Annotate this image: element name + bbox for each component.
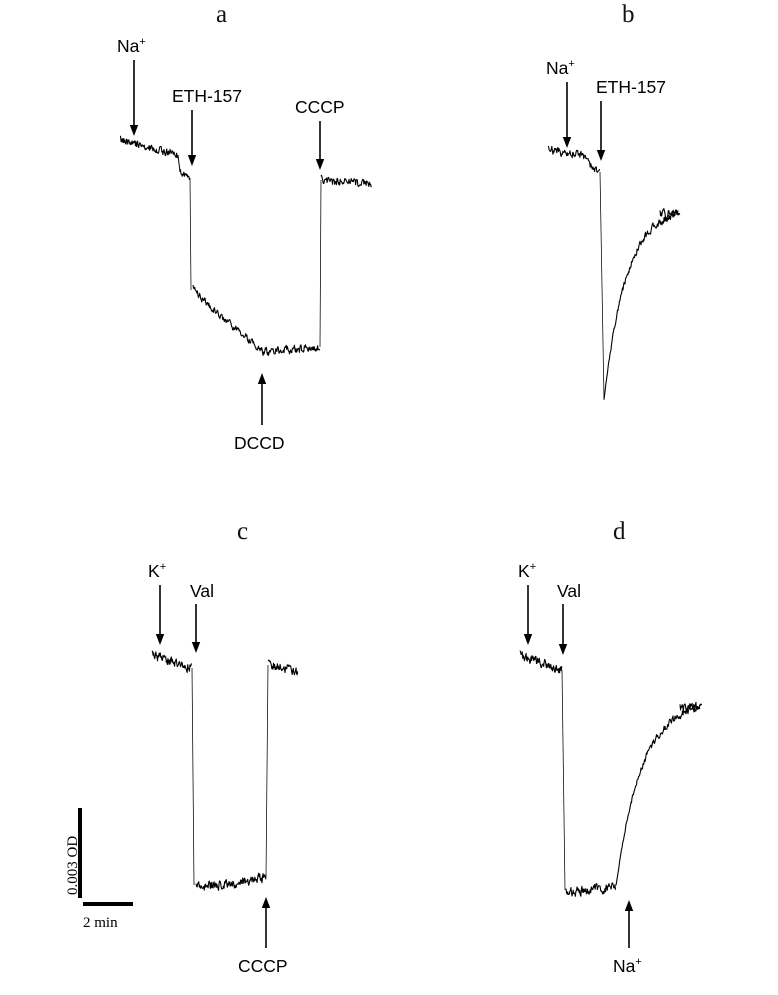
trace-c-val-fall [191, 667, 195, 886]
label-cccp-a: CCCP [295, 97, 345, 117]
superscript-charge: + [159, 561, 167, 574]
trace-a-dccd-plateau [261, 344, 321, 356]
label-valinomycin-d: Val [557, 581, 581, 601]
arrow-head [261, 897, 271, 908]
trace-d-baseline [519, 650, 563, 674]
arrow-k-d [523, 585, 533, 645]
arrow-head [191, 642, 201, 653]
trace-b-baseline [547, 145, 589, 160]
trace-c-baseline [151, 650, 193, 673]
arrow-na-a [129, 60, 139, 136]
trace-c-cccp-recovery [267, 659, 299, 676]
superscript-charge: + [635, 956, 642, 969]
arrow-head [596, 150, 606, 161]
arrow-k-c [155, 585, 165, 645]
superscript-charge: + [139, 36, 146, 49]
trace-a-baseline [120, 135, 179, 159]
arrow-val-d [558, 604, 568, 655]
trace-a-post-na-plateau [179, 168, 191, 180]
label-eth-157-b: ETH-157 [596, 77, 667, 97]
scale-bar-vertical [78, 808, 82, 898]
arrow-eth157-a [187, 110, 197, 166]
trace-b-eth157-fall [599, 171, 605, 401]
trace-b-recovery-plateau [659, 208, 681, 219]
arrow-val-c [191, 604, 201, 653]
label-sodium-ion-b: Na+ [546, 58, 575, 78]
trace-a-cccp-rise [319, 179, 322, 348]
scale-label-time: 2 min [83, 915, 118, 931]
arrow-head [155, 634, 165, 645]
superscript-charge: + [568, 58, 575, 71]
label-cccp-c: CCCP [238, 956, 288, 976]
arrow-head [562, 137, 572, 148]
arrow-cccp-c [261, 897, 271, 948]
panel-letter-b: b [622, 1, 635, 28]
arrow-na-d [624, 900, 634, 948]
arrow-head [523, 634, 533, 645]
trace-c-low-plateau [195, 872, 267, 891]
arrow-head [257, 373, 267, 384]
label-potassium-ion-c: K+ [148, 561, 167, 581]
trace-c-cccp-rise [265, 664, 269, 879]
trace-a-cccp-recovery [320, 174, 372, 188]
label-dccd-a: DCCD [234, 433, 285, 453]
arrow-head [624, 900, 634, 911]
label-valinomycin-c: Val [190, 581, 214, 601]
label-potassium-ion-d: K+ [518, 561, 537, 581]
arrow-eth157-b [596, 101, 606, 161]
trace-d-exponential-recovery [615, 705, 701, 886]
scale-label-od: 0.003 OD [65, 835, 81, 895]
label-sodium-ion-a: Na+ [117, 36, 146, 56]
trace-b-post-na-plateau [587, 158, 601, 173]
trace-b-exponential-recovery [603, 209, 679, 400]
arrow-na-b [562, 82, 572, 148]
arrow-head [129, 125, 139, 136]
panel-letter-c: c [237, 518, 249, 545]
trace-d-val-fall [561, 669, 566, 891]
trace-a-eth157-fall [189, 177, 192, 291]
panel-letter-a: a [216, 1, 228, 28]
label-sodium-ion-d: Na+ [613, 956, 642, 976]
arrow-head [187, 155, 197, 166]
trace-a-quench-decay [192, 284, 263, 352]
label-eth-157-a: ETH-157 [172, 86, 243, 106]
panel-letter-d: d [613, 518, 626, 545]
arrow-dccd-a [257, 373, 267, 425]
trace-d-recovery-plateau [679, 701, 703, 713]
trace-d-low-plateau [565, 882, 617, 897]
arrow-head [558, 644, 568, 655]
superscript-charge: + [529, 561, 537, 574]
arrow-head [315, 159, 325, 170]
scale-bar-horizontal [83, 902, 133, 906]
arrow-cccp-a [315, 121, 325, 170]
